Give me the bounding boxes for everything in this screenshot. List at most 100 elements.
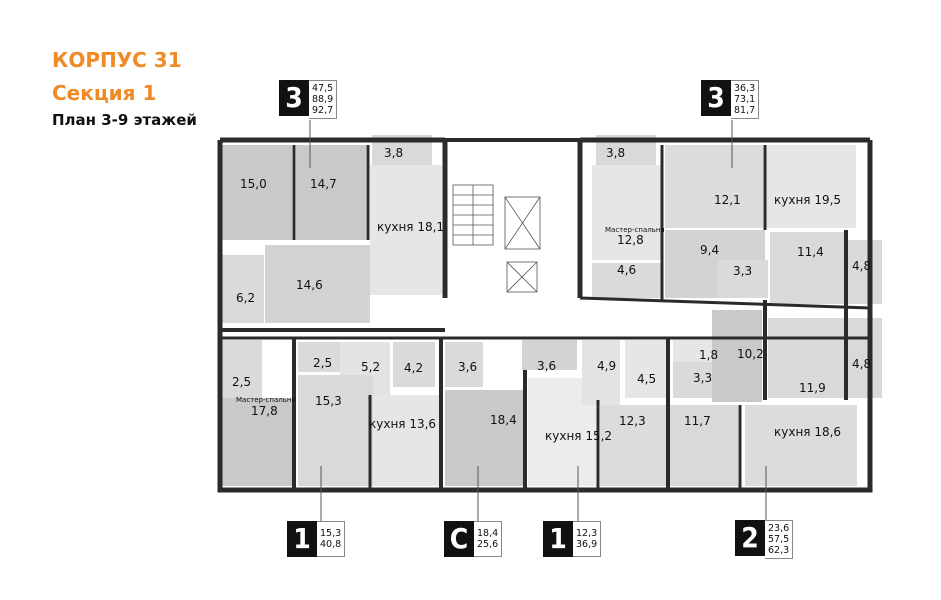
label-14-6: 14,6: [296, 278, 323, 292]
label-4-2: 4,2: [404, 361, 423, 375]
area-values: 15,3 40,8: [317, 521, 346, 557]
room-12-8[interactable]: [592, 165, 662, 260]
room-4-5[interactable]: [625, 340, 670, 398]
room-11-9[interactable]: [768, 318, 848, 398]
label-kitchen-15-2: кухня 15,2: [545, 429, 612, 443]
area-values: 36,3 73,1 81,7: [731, 80, 760, 119]
area-total-with-balcony: 62,3: [768, 545, 790, 556]
room-12-1[interactable]: [665, 145, 763, 228]
area-total: 40,8: [320, 539, 342, 550]
label-18-4: 18,4: [490, 413, 517, 427]
area-total: 73,1: [734, 94, 756, 105]
label-6-2: 6,2: [236, 291, 255, 305]
label-3-3-top: 3,3: [733, 264, 752, 278]
label-2-5: 2,5: [313, 356, 332, 370]
area-values: 18,4 25,6: [474, 521, 503, 557]
label-12-3: 12,3: [619, 414, 646, 428]
label-15-3: 15,3: [315, 394, 342, 408]
room-4-8-bottom[interactable]: [848, 318, 882, 398]
area-total-with-balcony: 81,7: [734, 105, 756, 116]
label-5-2: 5,2: [361, 360, 380, 374]
room-14-7[interactable]: [296, 145, 366, 240]
room-kitchen-19-5[interactable]: [766, 145, 856, 228]
area-values: 47,5 88,9 92,7: [309, 80, 338, 119]
walls: [217, 137, 873, 493]
room-labels: 15,0 14,7 3,8 кухня 18,1 14,6 6,2 3,8 Ма…: [232, 146, 871, 443]
area-values: 12,3 36,9: [573, 521, 602, 557]
label-12-8: 12,8: [617, 233, 644, 247]
label-2-5-left: 2,5: [232, 375, 251, 389]
room-1-8[interactable]: [673, 340, 715, 362]
label-17-8: 17,8: [251, 404, 278, 418]
stairwell: [452, 184, 541, 293]
apartment-tag-3-left[interactable]: 3 47,5 88,9 92,7: [279, 80, 338, 119]
label-4-8-bottom: 4,8: [852, 357, 871, 371]
room-2-5-left[interactable]: [222, 340, 262, 398]
room-3-3-top[interactable]: [718, 260, 768, 298]
room-4-6[interactable]: [592, 263, 662, 298]
area-living: 18,4: [477, 528, 499, 539]
label-kitchen-13-6: кухня 13,6: [369, 417, 436, 431]
room-11-7[interactable]: [670, 405, 738, 486]
room-14-6[interactable]: [265, 245, 370, 323]
label-10-2: 10,2: [737, 347, 764, 361]
label-3-8-left: 3,8: [384, 146, 403, 160]
room-4-2[interactable]: [393, 342, 435, 387]
area-total: 57,5: [768, 534, 790, 545]
label-kitchen-18-1: кухня 18,1: [377, 220, 444, 234]
label-11-4: 11,4: [797, 245, 824, 259]
apartment-tag-3-right[interactable]: 3 36,3 73,1 81,7: [701, 80, 760, 119]
room-3-6-a[interactable]: [445, 342, 483, 387]
area-total: 88,9: [312, 94, 334, 105]
area-living: 23,6: [768, 523, 790, 534]
room-6-2[interactable]: [222, 255, 264, 323]
room-fills: [222, 135, 882, 486]
label-14-7: 14,7: [310, 177, 337, 191]
room-4-9[interactable]: [582, 340, 620, 405]
area-living: 15,3: [320, 528, 342, 539]
room-kitchen-13-6[interactable]: [373, 395, 439, 486]
apartment-tag-1-left[interactable]: 1 15,3 40,8: [287, 521, 346, 557]
room-15-3[interactable]: [298, 375, 373, 486]
plan-subtitle: План 3-9 этажей: [52, 111, 197, 129]
label-3-3-bottom: 3,3: [693, 371, 712, 385]
section-title: Секция 1: [52, 81, 157, 105]
label-kitchen-18-6: кухня 18,6: [774, 425, 841, 439]
rooms-count-badge: 3: [279, 80, 309, 116]
room-4-8-top[interactable]: [848, 240, 882, 304]
label-4-6: 4,6: [617, 263, 636, 277]
label-3-6-b: 3,6: [537, 359, 556, 373]
room-kitchen-18-1[interactable]: [370, 165, 442, 295]
room-18-4[interactable]: [445, 390, 523, 486]
label-kitchen-19-5: кухня 19,5: [774, 193, 841, 207]
area-living: 12,3: [576, 528, 598, 539]
label-12-1: 12,1: [714, 193, 741, 207]
rooms-count-badge: 2: [735, 520, 765, 556]
label-9-4: 9,4: [700, 243, 719, 257]
room-11-4[interactable]: [770, 232, 845, 304]
room-12-3[interactable]: [600, 405, 668, 486]
rooms-count-badge: 1: [543, 521, 573, 557]
label-15-0: 15,0: [240, 177, 267, 191]
elevator-1: [504, 196, 541, 250]
room-kitchen-18-6[interactable]: [745, 405, 857, 486]
room-2-5[interactable]: [298, 342, 340, 372]
area-living: 36,3: [734, 83, 756, 94]
room-10-2[interactable]: [712, 310, 762, 402]
apartment-tag-2[interactable]: 2 23,6 57,5 62,3: [735, 520, 794, 559]
label-11-7: 11,7: [684, 414, 711, 428]
apartment-tag-1-right[interactable]: 1 12,3 36,9: [543, 521, 602, 557]
elevator-2: [506, 261, 538, 293]
room-3-3-bottom[interactable]: [673, 362, 715, 398]
room-17-8[interactable]: [222, 398, 292, 486]
room-15-0[interactable]: [222, 145, 292, 240]
rooms-count-badge: 3: [701, 80, 731, 116]
apartment-tag-studio[interactable]: С 18,4 25,6: [444, 521, 503, 557]
label-4-8-top: 4,8: [852, 259, 871, 273]
label-master-bedroom-right: Мастер-спальня: [605, 226, 665, 234]
room-3-6-b[interactable]: [522, 340, 577, 370]
label-1-8: 1,8: [699, 348, 718, 362]
label-4-5: 4,5: [637, 372, 656, 386]
label-11-9: 11,9: [799, 381, 826, 395]
area-living: 47,5: [312, 83, 334, 94]
